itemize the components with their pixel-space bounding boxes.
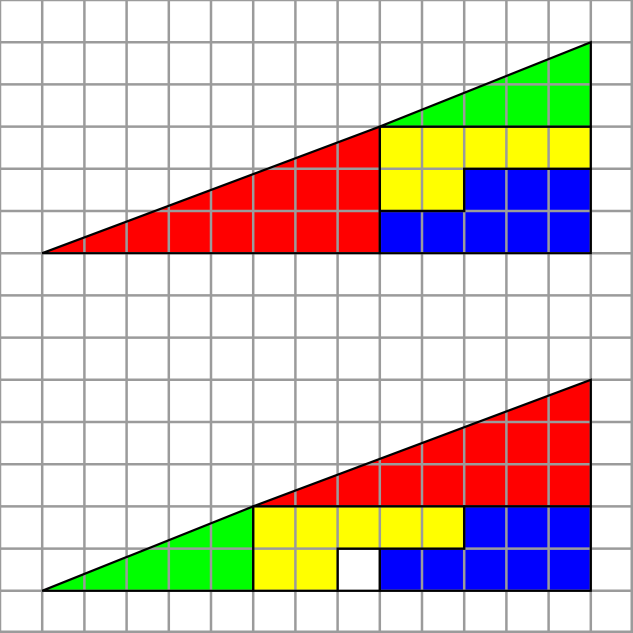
outline-layer — [41, 40, 592, 592]
top-triangle-blue-l-piece-outline — [378, 167, 592, 255]
bottom-triangle-missing-square — [337, 548, 380, 591]
bottom-triangle-missing-square-outline — [336, 547, 381, 592]
